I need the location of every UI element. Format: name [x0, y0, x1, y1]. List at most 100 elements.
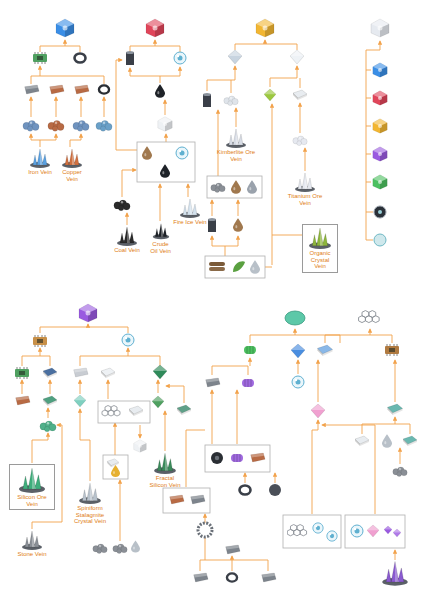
illustration-path: [40, 66, 41, 76]
illustration-use: [15, 367, 29, 379]
illustration-use: [160, 164, 170, 177]
illustration-path: [272, 235, 303, 236]
illustration-path: [366, 70, 373, 240]
illustration-use: [153, 365, 167, 379]
illustration-path: [200, 560, 268, 571]
illustration-path: [400, 448, 401, 464]
crystal-symbol: [152, 224, 168, 240]
vein-label: Coal Vein: [112, 247, 142, 254]
illustration-use: [256, 19, 274, 37]
vein-node: Crude Oil Vein: [150, 222, 171, 254]
illustration-path: [362, 424, 410, 434]
illustration-path: [31, 76, 104, 84]
item-group-boxes: [98, 142, 405, 548]
illustration-path: [237, 390, 238, 444]
illustration-path: [186, 430, 205, 487]
illustration-path: [158, 380, 159, 393]
illustration-path: [318, 360, 319, 402]
illustration-use: [264, 89, 276, 101]
illustration-use: [134, 440, 147, 453]
illustration-path: [80, 356, 160, 366]
vein-label: Silicon Ore Vein: [12, 494, 52, 507]
illustration-rect: [205, 256, 265, 278]
illustration-path: [245, 473, 246, 483]
illustration-use: [242, 379, 254, 387]
vein-node: Spiniform Stalagmite Crystal Vein: [70, 482, 110, 525]
illustration-use: [43, 396, 57, 406]
illustration-use: [351, 525, 363, 537]
illustration-use: [384, 526, 392, 534]
illustration-path: [115, 423, 116, 455]
illustration-use: [228, 50, 242, 64]
illustration-use: [373, 175, 387, 189]
illustration-path: [165, 100, 166, 115]
illustration-path: [80, 380, 81, 394]
illustration-path: [205, 538, 206, 560]
illustration-use: [56, 19, 74, 37]
illustration-circle: [378, 210, 382, 214]
illustration-use: [373, 147, 387, 161]
illustration-use: [74, 395, 86, 407]
illustration-path: [238, 200, 239, 216]
illustration-use: [385, 344, 399, 356]
illustration-circle: [198, 523, 212, 537]
vein-label: Stone Vein: [15, 551, 49, 558]
illustration-path: [270, 66, 297, 87]
illustration-path: [250, 335, 340, 343]
vein-node: Organic Crystal Vein: [302, 224, 338, 273]
vein-node: Fire Ice Vein: [173, 198, 207, 226]
illustration-path: [235, 44, 297, 50]
illustration-path: [218, 110, 219, 176]
illustration-rect: [345, 515, 405, 548]
illustration-path: [322, 425, 375, 514]
illustration-use: [208, 218, 216, 232]
illustration-use: [170, 495, 184, 504]
illustration-use: [373, 63, 387, 77]
vein-node: Titanium Ore Vein: [285, 172, 325, 206]
illustration-path: [80, 409, 90, 481]
illustration-use: [155, 84, 165, 97]
illustration-use: [25, 85, 39, 94]
illustration-path: [56, 97, 57, 117]
illustration-path: [225, 236, 238, 246]
illustration-path: [70, 134, 81, 147]
illustration-use: [126, 51, 134, 65]
illustration-path: [31, 97, 32, 117]
vein-icon: [225, 128, 247, 148]
illustration-path: [155, 40, 156, 46]
illustration-use: [50, 85, 64, 94]
illustration-rect: [209, 267, 225, 271]
vein-icon: [152, 222, 170, 240]
illustration-use: [403, 436, 417, 446]
illustration-path: [40, 46, 80, 52]
illustration-use: [373, 91, 387, 105]
illustration-use: [387, 404, 402, 415]
illustration-path: [104, 97, 105, 117]
illustration-use: [152, 396, 164, 408]
illustration-path: [88, 324, 89, 327]
illustration-path: [232, 556, 233, 560]
illustration-path: [370, 329, 371, 335]
illustration-path: [300, 78, 301, 88]
illustration-path: [120, 480, 121, 541]
illustration-path: [166, 134, 167, 142]
crystal-symbol: [79, 483, 101, 504]
vein-icon: [153, 452, 177, 474]
illustration-path: [212, 236, 225, 256]
vein-node: Coal Vein: [112, 226, 142, 254]
illustration-use: [114, 200, 130, 211]
illustration-use: [107, 459, 119, 467]
illustration-use: [75, 85, 89, 94]
illustration-path: [165, 411, 166, 451]
vein-icon: [178, 198, 202, 218]
illustration-use: [247, 180, 257, 193]
illustration-use: [93, 544, 107, 554]
illustration-path: [265, 267, 272, 268]
illustration-path: [160, 184, 161, 221]
vein-label: Spiniform Stalagmite Crystal Vein: [70, 505, 110, 525]
crystal-symbol: [226, 129, 246, 148]
crystal-symbol: [295, 173, 315, 192]
illustration-circle: [211, 452, 223, 464]
illustration-path: [250, 358, 251, 366]
